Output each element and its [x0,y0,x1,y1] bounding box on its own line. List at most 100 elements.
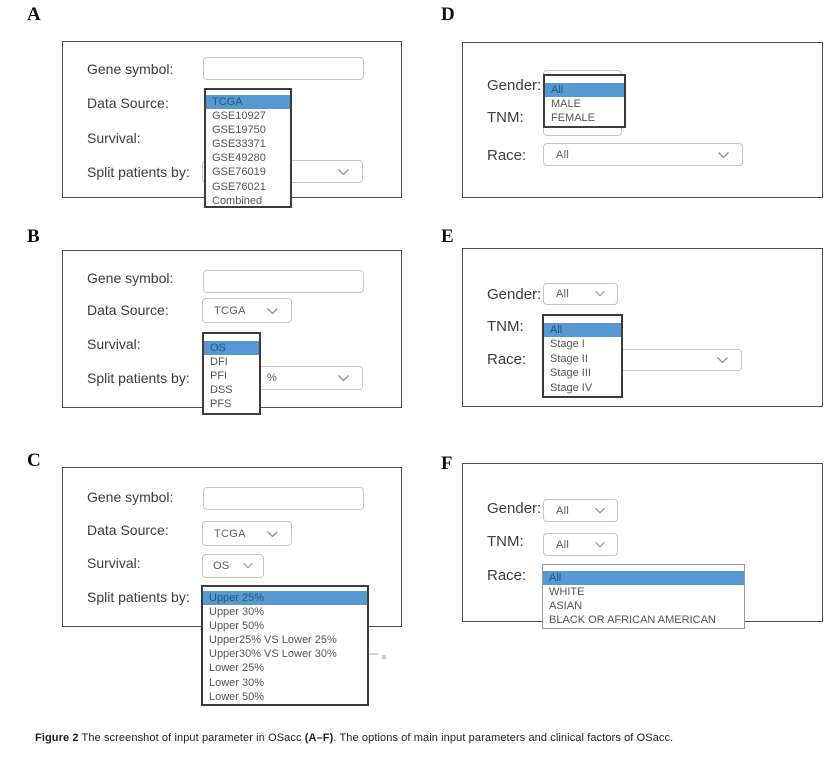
race-dropdown: All WHITE ASIAN BLACK OR AFRICAN AMERICA… [542,564,745,629]
dropdown-option[interactable]: PFS [210,398,232,411]
dropdown-option[interactable]: Stage II [550,352,588,365]
dropdown-top-gap [544,316,621,323]
dropdown-option[interactable]: DFI [210,356,228,369]
dropdown-option[interactable]: FEMALE [551,112,596,125]
data-source-select[interactable]: TCGA [202,298,292,323]
dropdown-option[interactable]: Lower 50% [209,690,265,703]
dropdown-option-selected[interactable]: Upper 25% [203,591,367,606]
dropdown-option[interactable]: GSE19750 [212,124,266,137]
dropdown-option[interactable]: BLACK OR AFRICAN AMERICAN [549,614,716,627]
dropdown-option-selected[interactable]: OS [204,341,259,356]
select-value: OS [213,560,230,572]
gender-label: Gender: [487,286,542,303]
dropdown-option[interactable]: GSE33371 [212,138,266,151]
data-source-select[interactable]: TCGA [202,521,292,546]
data-source-label: Data Source: [87,522,169,538]
dropdown-option[interactable]: Lower 25% [209,662,265,675]
panel-label-f: F [441,453,453,474]
select-value: TCGA [214,527,246,540]
select-value: All [556,504,570,517]
panel-label-b: B [27,226,40,247]
dropdown-option[interactable]: Upper 50% [209,620,265,633]
gene-symbol-label: Gene symbol: [87,270,174,286]
gender-select[interactable]: All [543,499,618,522]
gender-select[interactable]: All [543,283,618,305]
panel-range: (A–F) [304,732,334,744]
dropdown-option[interactable]: GSE76021 [212,180,266,193]
chevron-down-icon [594,290,607,299]
tnm-label: TNM: [487,109,524,126]
panel-label-e: E [441,226,454,247]
dropdown-option[interactable]: GSE49280 [212,152,266,165]
dropdown-option[interactable]: Stage I [550,338,585,351]
select-value: All [556,538,570,551]
dropdown-option-selected[interactable]: TCGA [206,95,290,110]
dropdown-option[interactable]: WHITE [549,586,585,599]
split-patients-label: Split patients by: [87,589,190,605]
dropdown-option[interactable]: MALE [551,98,581,111]
dropdown-option[interactable]: Stage III [550,367,591,380]
gender-dropdown: All MALE FEMALE [543,74,626,128]
panel-d-box [462,42,823,198]
chevron-down-icon [716,356,729,365]
figure-caption: Figure 2 The screenshot of input paramet… [35,731,805,745]
select-value: All [556,288,570,300]
split-patients-label: Split patients by: [87,370,190,386]
dropdown-option[interactable]: Upper 30% [209,606,265,619]
select-value: All [556,148,570,161]
dropdown-top-gap [545,76,624,83]
race-select[interactable]: All [543,143,743,166]
dropdown-option-selected[interactable]: All [545,83,624,98]
panel-label-a: A [27,4,41,25]
survival-label: Survival: [87,336,141,352]
tnm-select[interactable]: All [543,533,618,556]
survival-dropdown: OS DFI PFI DSS PFS [202,332,261,415]
gene-symbol-input[interactable] [203,487,364,510]
data-source-label: Data Source: [87,95,169,111]
chevron-down-icon [266,306,279,315]
data-source-label: Data Source: [87,302,169,318]
race-label: Race: [487,147,527,164]
select-value-fragment: % [267,372,277,384]
survival-label: Survival: [87,555,141,571]
dropdown-option[interactable]: PFI [210,370,228,383]
caption-text: The screenshot of input parameter in OSa… [78,732,305,744]
smudge-artifact [382,655,386,659]
panel-label-d: D [441,4,455,25]
panel-label-c: C [27,450,41,471]
gene-symbol-input[interactable] [203,57,364,80]
dropdown-option-selected[interactable]: All [544,323,621,338]
tnm-label: TNM: [487,318,524,335]
dropdown-top-gap [204,334,259,341]
chevron-down-icon [337,167,350,176]
gene-symbol-label: Gene symbol: [87,489,174,505]
dropdown-option[interactable]: Combined [212,194,263,207]
gene-symbol-input[interactable] [203,270,364,293]
gender-label: Gender: [487,500,542,517]
chevron-down-icon [242,562,255,571]
dropdown-option[interactable]: DSS [210,384,233,397]
chevron-down-icon [594,540,607,549]
split-patients-dropdown: Upper 25% Upper 30% Upper 50% Upper25% V… [201,585,369,706]
survival-select[interactable]: OS [202,554,264,578]
dropdown-option[interactable]: ASIAN [549,600,583,613]
data-source-dropdown: TCGA GSE10927 GSE19750 GSE33371 GSE49280… [204,88,292,208]
gene-symbol-label: Gene symbol: [87,61,174,77]
figure-number: Figure 2 [35,732,79,744]
caption-text: . The options of main input parameters a… [333,732,674,744]
gender-label: Gender: [487,77,542,94]
dropdown-option[interactable]: Upper30% VS Lower 30% [209,648,337,661]
dropdown-option[interactable]: Stage IV [550,381,593,394]
dropdown-option-selected[interactable]: All [543,571,744,586]
dropdown-option[interactable]: GSE76019 [212,166,266,179]
dropdown-option[interactable]: Lower 30% [209,676,265,689]
dropdown-option[interactable]: Upper25% VS Lower 25% [209,634,337,647]
dropdown-option[interactable]: GSE10927 [212,110,266,123]
chevron-down-icon [337,374,350,383]
chevron-down-icon [717,150,730,159]
chevron-down-icon [266,529,279,538]
tnm-label: TNM: [487,533,524,550]
race-label: Race: [487,351,527,368]
split-patients-label: Split patients by: [87,164,190,180]
